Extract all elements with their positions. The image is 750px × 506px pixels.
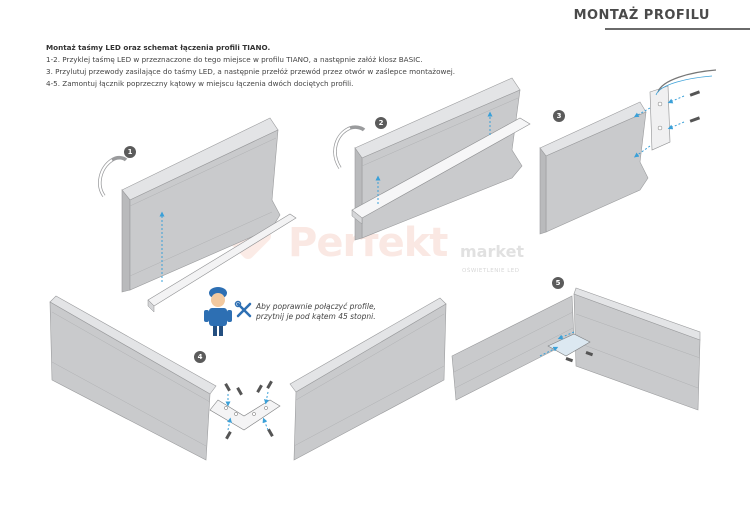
step3-arrow-4 xyxy=(633,145,651,158)
instructions-lead: Montaż taśmy LED oraz schemat łączenia p… xyxy=(46,43,271,52)
step4-arrow-4 xyxy=(262,417,269,431)
step5-right-profile xyxy=(573,287,701,411)
step5-arrow-2 xyxy=(557,331,575,340)
step3-profile xyxy=(539,101,649,235)
angle-tip: Aby poprawnie połączyć profile, przytnij… xyxy=(256,302,376,322)
instruction-line-1: 1-2. Przyklej taśmę LED w przeznaczone d… xyxy=(46,55,423,64)
step2-led-strip xyxy=(333,125,366,169)
instruction-line-2: 3. Przylutuj przewody zasilające do taśm… xyxy=(46,67,456,76)
step-badge-1: 1 xyxy=(124,146,136,158)
step4-arrow-3 xyxy=(227,417,232,431)
step5-arrow-1 xyxy=(539,346,559,357)
step1-led-strip xyxy=(98,155,128,198)
step4-arrow-2 xyxy=(264,391,269,405)
step-badge-5: 5 xyxy=(552,277,564,289)
instruction-line-3: 4-5. Zamontuj łącznik poprzeczny kątowy … xyxy=(46,79,354,88)
step3-end-cap xyxy=(649,85,671,151)
step2-profile xyxy=(354,77,523,241)
step4-right-profile xyxy=(289,297,447,461)
step4-corner-connector xyxy=(209,399,281,431)
step3-arrow-2 xyxy=(667,121,685,130)
worker-mascot xyxy=(204,287,232,336)
angle-tip-line-2: przytnij je pod kątem 45 stopni. xyxy=(256,312,376,321)
page-title: MONTAŻ PROFILU xyxy=(573,8,710,23)
step2-diffuser xyxy=(351,117,531,225)
step4-left-profile xyxy=(49,295,217,461)
step-badge-4: 4 xyxy=(194,351,206,363)
step4-screws xyxy=(224,380,274,440)
step3-arrow-1 xyxy=(667,95,685,104)
step1-profile xyxy=(121,117,281,293)
step3-screws xyxy=(689,90,701,123)
tools-icon xyxy=(234,300,252,318)
step5-connector xyxy=(547,333,594,363)
step3-arrow-3 xyxy=(633,107,651,118)
step-badge-3: 3 xyxy=(553,110,565,122)
instructions: Montaż taśmy LED oraz schemat łączenia p… xyxy=(46,42,566,90)
angle-tip-line-1: Aby poprawnie połączyć profile, xyxy=(256,302,376,311)
step3-power-wire xyxy=(655,69,717,96)
header-rule xyxy=(605,28,750,30)
step1-diffuser xyxy=(147,213,297,313)
step-badge-2: 2 xyxy=(375,117,387,129)
